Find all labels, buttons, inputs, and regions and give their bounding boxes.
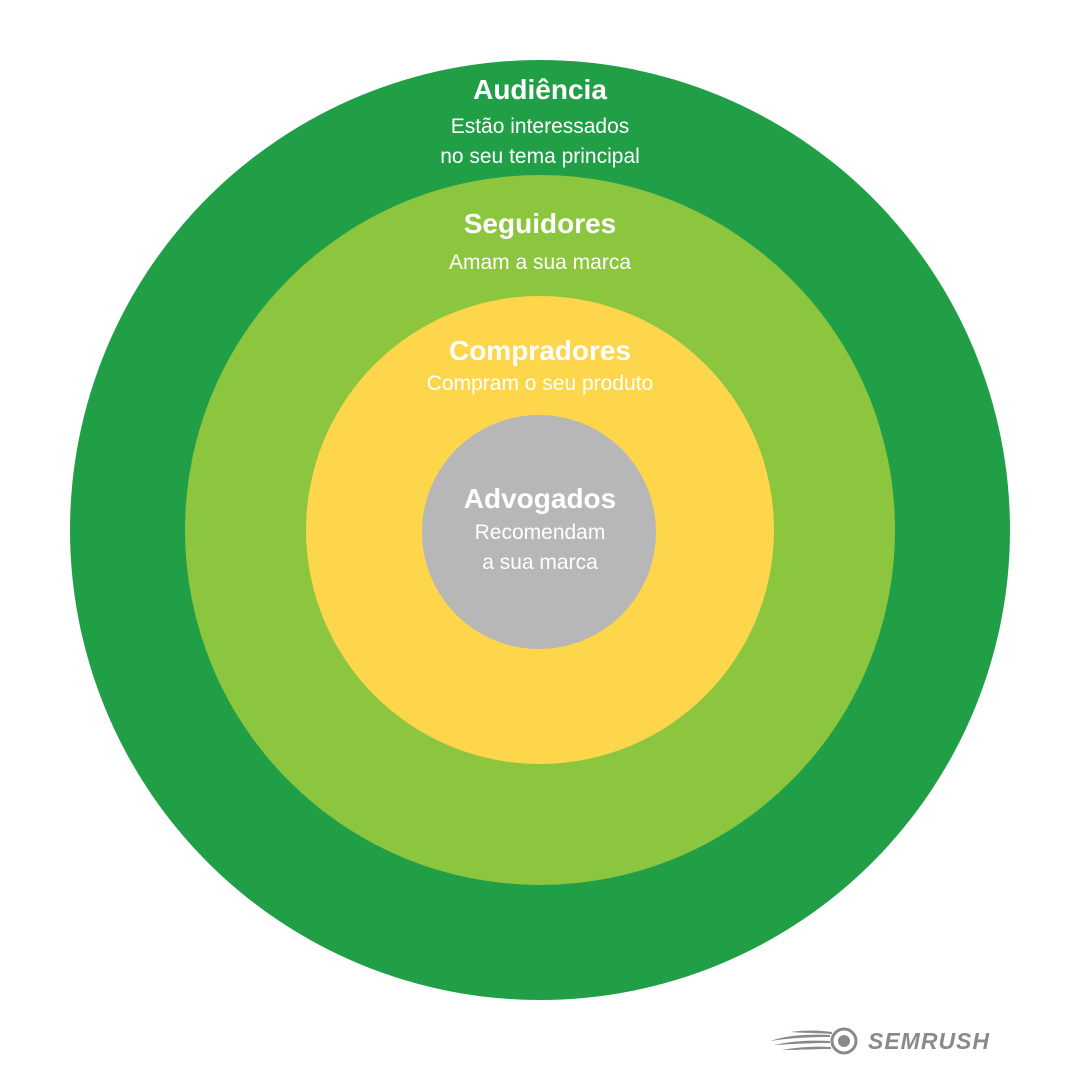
followers-title: Seguidores [463,208,617,239]
buyers-description: Compram o seu produto [426,372,654,395]
semrush-logo: SEMRUSH [768,1026,990,1056]
followers-description: Amam a sua marca [448,251,632,274]
advocates-title: Advogados [463,483,617,514]
audience-description: Estão interessados no seu tema principal [440,115,640,168]
ring-advocates [422,415,656,649]
buyers-title: Compradores [448,335,632,366]
advocates-description: Recomendam a sua marca [474,521,606,574]
semrush-fireball-icon [768,1026,860,1056]
semrush-logo-text: SEMRUSH [868,1027,991,1054]
audience-title: Audiência [473,74,607,105]
